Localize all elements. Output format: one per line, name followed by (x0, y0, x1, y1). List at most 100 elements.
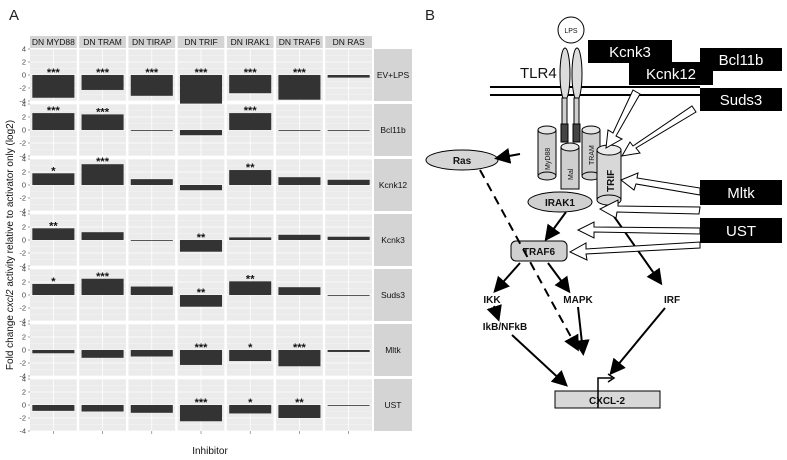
significance-label: *** (195, 67, 209, 79)
svg-text:Bcl11b: Bcl11b (719, 52, 764, 69)
cxcl2-label: CXCL-2 (589, 396, 626, 407)
data-bar (81, 75, 124, 90)
arrow-irf-cxcl2 (609, 307, 666, 376)
traf6-label: TRAF6 (523, 247, 556, 258)
inhibitor-box-bcl11b (700, 48, 782, 71)
data-bar (278, 75, 321, 100)
y-tick-label: -4 (19, 372, 26, 381)
inhibitor-box-suds3 (700, 88, 782, 111)
irak1-label: IRAK1 (545, 198, 575, 209)
data-bar (229, 113, 272, 130)
y-tick-label: -4 (19, 97, 26, 106)
significance-label: ** (49, 220, 58, 232)
column-strip-label: DN TIRAP (132, 37, 172, 47)
data-bar (81, 278, 124, 295)
data-bar (278, 405, 321, 418)
significance-label: * (51, 276, 56, 288)
row-strip (374, 379, 412, 431)
significance-label: *** (47, 67, 61, 79)
svg-text:Kcnk12: Kcnk12 (646, 66, 696, 83)
column-strip-label: DN RAS (333, 37, 365, 47)
y-tick-label: 2 (22, 58, 26, 67)
data-bar (278, 130, 321, 131)
y-tick-label: 0 (22, 291, 26, 300)
data-bar (130, 179, 173, 185)
data-bar (81, 232, 124, 240)
y-tick-label: 0 (22, 401, 26, 410)
significance-label: *** (96, 271, 110, 283)
data-bar (327, 75, 370, 78)
inhibitor-box-kcnk3 (588, 40, 672, 63)
myd88-node: MyD88 (537, 125, 557, 181)
y-tick-label: 4 (22, 375, 26, 384)
y-tick-label: 2 (22, 333, 26, 342)
data-bar (130, 240, 173, 241)
ikk-label: IKK (483, 295, 501, 306)
arrow-irak1-traf6 (544, 211, 567, 242)
y-tick-label: 0 (22, 126, 26, 135)
data-bar (229, 281, 272, 295)
significance-label: ** (295, 397, 304, 409)
y-tick-label: -4 (19, 262, 26, 271)
data-bar (32, 283, 75, 295)
arrow-to-ras (494, 147, 521, 164)
column-strip (177, 36, 225, 48)
significance-label: *** (195, 342, 209, 354)
data-bar (278, 287, 321, 295)
row-strip-label: UST (385, 400, 402, 410)
arrow-traf6-ikk (493, 262, 521, 293)
column-strip-label: DN IRAK1 (231, 37, 270, 47)
y-tick-label: -2 (19, 84, 26, 93)
arrow-traf6-mapk (547, 262, 571, 294)
data-bar (229, 350, 272, 362)
data-bar (327, 130, 370, 131)
column-strip (128, 36, 176, 48)
y-tick-label: 4 (22, 210, 26, 219)
column-strip (79, 36, 126, 48)
row-strip-label: Kcnk3 (381, 235, 405, 245)
data-bar (278, 177, 321, 185)
significance-label: *** (96, 67, 110, 79)
data-bar (32, 228, 75, 240)
data-bar (179, 240, 223, 252)
pathway-diagram: LPS TLR4 MyD88 Mal TRAM TRIF IRAK1 (425, 16, 782, 409)
lps-ligand (557, 16, 585, 44)
y-tick-label: -2 (19, 359, 26, 368)
row-strip-label: EV+LPS (377, 70, 410, 80)
data-bar (130, 286, 173, 295)
data-bar (327, 405, 370, 406)
data-bar (130, 75, 173, 96)
y-tick-label: 2 (22, 278, 26, 287)
significance-label: ** (197, 287, 206, 299)
tlr4-receptor (559, 47, 583, 143)
row-strip (374, 269, 412, 321)
data-bar (278, 350, 321, 367)
inhibitor-box-ust (700, 218, 782, 243)
data-bar (179, 185, 223, 191)
irf-label: IRF (664, 295, 680, 306)
x-axis-title: Inhibitor (192, 446, 228, 457)
cxcl2-gene (554, 390, 661, 409)
significance-label: *** (145, 67, 159, 79)
data-bar (278, 234, 321, 240)
y-tick-label: 2 (22, 223, 26, 232)
ras-label: Ras (453, 156, 472, 167)
data-bar (327, 179, 370, 185)
y-tick-label: 4 (22, 45, 26, 54)
significance-label: ** (246, 162, 255, 174)
row-strip (374, 214, 412, 266)
column-strip (276, 36, 323, 48)
row-strip-label: Suds3 (381, 290, 405, 300)
data-bar (327, 236, 370, 240)
row-strip (374, 324, 412, 376)
significance-label: *** (195, 397, 209, 409)
column-strip-label: DN TRIF (184, 37, 217, 47)
data-bar (32, 350, 75, 354)
y-tick-label: 4 (22, 265, 26, 274)
significance-label: * (248, 397, 253, 409)
data-bar (32, 405, 75, 411)
data-bar (179, 350, 223, 365)
data-bar (81, 114, 124, 130)
data-bar (32, 75, 75, 98)
